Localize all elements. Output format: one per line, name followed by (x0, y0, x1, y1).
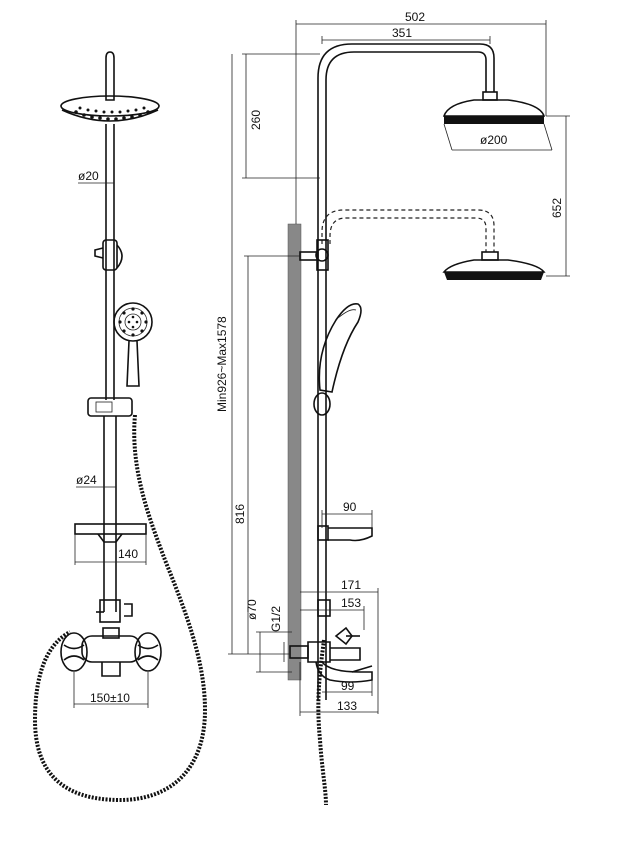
inlet-centers-dimension: 150±10 (90, 691, 130, 705)
front-lower-pipe-diameter: ø24 (76, 473, 97, 487)
mixer-body-dimension: 153 (341, 596, 361, 610)
head-drop-dimension: 260 (249, 110, 263, 130)
shelf-width-dimension: 140 (118, 547, 138, 561)
adjust-range-dimension: 652 (550, 198, 564, 218)
head-diameter-dimension: ø200 (480, 133, 508, 147)
height-clamp (94, 239, 123, 271)
soap-shelf-front: 140 (74, 523, 147, 565)
shower-hose-side (316, 639, 328, 806)
hand-shower-front (113, 302, 153, 387)
mixer-depth-dimension: 171 (341, 578, 361, 592)
rain-shower-head-front (60, 95, 160, 122)
wall-bracket (299, 239, 329, 271)
mount-height-dimension: 816 (233, 504, 247, 524)
wall-section (287, 223, 302, 681)
side-view: 502 351 260 Min926~Max1578 816 ø200 652 … (215, 10, 570, 806)
shower-hose-front (32, 414, 208, 803)
spout-dimension: 99 (341, 679, 355, 693)
flange-diameter-dimension: ø70 (245, 599, 259, 620)
soap-shelf-side (317, 525, 373, 542)
mixer-front (60, 627, 162, 677)
diverter-front (96, 599, 133, 623)
arm-length-dimension: 351 (392, 26, 412, 40)
hand-shower-holder (87, 397, 133, 417)
thread-size-label: G1/2 (269, 606, 283, 632)
rain-shower-head-side (442, 99, 546, 124)
front-view: ø20 ø24 (32, 51, 208, 803)
mixer-side (289, 599, 373, 683)
spout-total-dimension: 133 (337, 699, 357, 713)
shelf-depth-dimension: 90 (343, 500, 357, 514)
height-range-dimension: Min926~Max1578 (215, 316, 229, 412)
rain-head-lowered-position (321, 209, 546, 280)
overall-width-dimension: 502 (405, 10, 425, 24)
front-upper-pipe-diameter: ø20 (78, 169, 99, 183)
hand-shower-side (313, 303, 362, 416)
